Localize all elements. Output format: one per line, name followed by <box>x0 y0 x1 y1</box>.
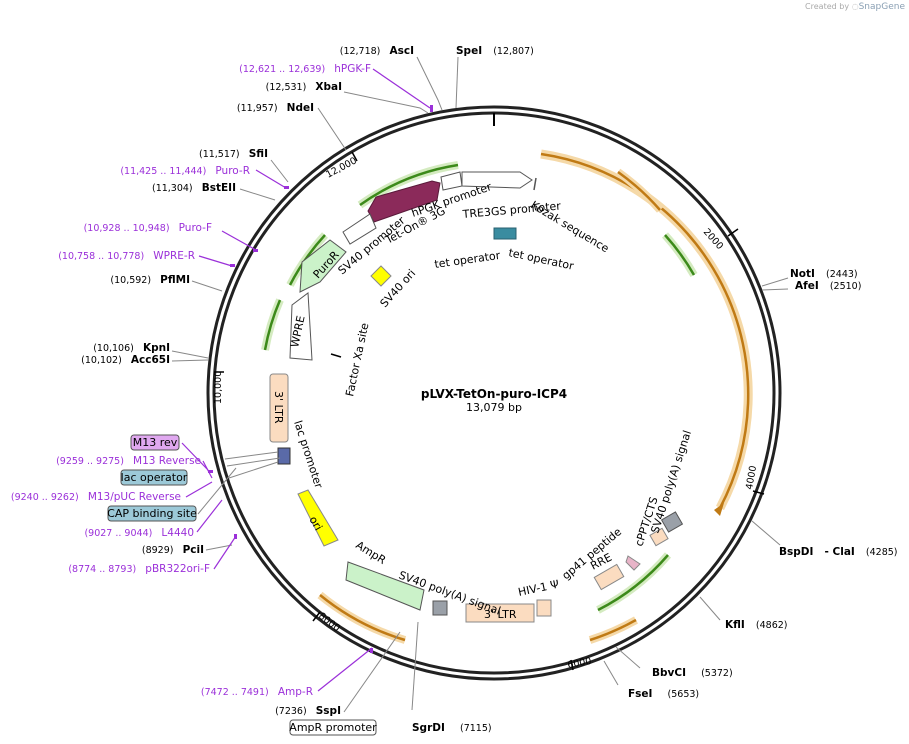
sv40-polya-bottom-feature <box>432 600 448 616</box>
enzyme-notI: NotI (2443) <box>790 262 858 281</box>
label-ampr: AmpR <box>353 539 388 568</box>
feature-arc-orange-8000-line <box>319 594 406 642</box>
feature-arc-green-top-line <box>359 163 459 207</box>
label-kozak: Kozak sequence <box>528 198 611 255</box>
snapgene-logo-icon: ◌ <box>851 2 859 11</box>
svg-text:lac operator: lac operator <box>121 471 188 484</box>
label-ori: ori <box>306 514 324 533</box>
label-factor-xa: Factor Xa site <box>343 322 371 398</box>
enzyme-kpnI: (10,106) KpnI <box>93 336 170 355</box>
primer-m13-reverse: (9259 .. 9275) M13 Reverse <box>56 449 201 468</box>
primer-m13-puc-reverse: (9240 .. 9262) M13/pUC Reverse <box>11 485 181 504</box>
enzyme-xbaI: (12,531) XbaI <box>266 75 342 94</box>
tick-4000: 4000 <box>744 465 765 495</box>
svg-text:4000: 4000 <box>744 465 759 491</box>
enzyme-afeI: AfeI (2510) <box>795 274 861 293</box>
kozak-marker <box>533 177 537 191</box>
svg-text:CAP binding site: CAP binding site <box>107 507 197 520</box>
feature-arc-green-bottom-line <box>597 554 669 612</box>
primer-wpre-r: (10,758 .. 10,778) WPRE-R <box>58 244 195 263</box>
enzyme-ndeI: (11,957) NdeI <box>237 96 314 115</box>
boxed-cap-binding-site: CAP binding site <box>107 505 197 522</box>
enzyme-kflI: KflI (4862) <box>725 613 788 632</box>
primer-hpgk-f: (12,621 .. 12,639) hPGK-F <box>239 57 371 76</box>
feature-arc-large-orange-line <box>540 152 750 509</box>
feature-arc-orange-small-line <box>617 170 661 211</box>
svg-text:6000: 6000 <box>567 656 593 671</box>
ltr-left-feature <box>269 373 289 443</box>
label-hiv-psi: HIV-1 Ψ <box>517 578 561 599</box>
wpre-feature <box>289 292 313 361</box>
enzyme-sfiI: (11,517) SfiI <box>199 142 268 161</box>
enzyme-ascI: (12,718) AscI <box>340 39 414 58</box>
gp41-feature <box>625 555 641 571</box>
label-ltr-left: 3' LTR <box>272 391 285 424</box>
hpgk-promoter-feature <box>440 171 463 191</box>
tick-10000: 10,000 <box>213 371 224 404</box>
enzyme-bspDI-claI: BspDI - ClaI (4285) <box>779 540 898 559</box>
factor-xa-marker <box>330 353 342 358</box>
tick-6000: 6000 <box>567 656 593 671</box>
ori-feature <box>297 489 339 547</box>
cppt-feature <box>649 527 669 547</box>
svg-text:8000: 8000 <box>316 611 342 635</box>
plasmid-size: 13,079 bp <box>466 401 522 414</box>
enzyme-sgrDI: SgrDI (7115) <box>412 716 492 735</box>
backbone-outer-ring <box>206 105 782 681</box>
rre-feature <box>593 563 625 591</box>
lac-operator-feature <box>277 447 291 465</box>
tre3gs-promoter-feature <box>461 171 533 189</box>
primer-leader-lines <box>181 68 431 692</box>
primer-l4440: (9027 .. 9044) L4440 <box>84 521 194 540</box>
hiv-psi-feature <box>536 599 552 617</box>
enzyme-speI: SpeI (12,807) <box>456 39 534 58</box>
primer-puro-f: (10,928 .. 10,948) Puro-F <box>84 216 212 235</box>
enzyme-bsteII: (11,304) BstEII <box>152 176 236 195</box>
puror-feature <box>299 239 347 293</box>
feature-arc-green-3-line <box>263 299 282 351</box>
enzyme-bbvCI: BbvCI (5372) <box>652 661 733 680</box>
label-ltr-bottom: 3' LTR <box>484 608 517 621</box>
tet-operator-feature <box>493 227 517 240</box>
enzyme-fseI: FseI (5653) <box>628 682 699 701</box>
primer-amp-r: (7472 .. 7491) Amp-R <box>201 680 313 699</box>
label-tet-operator-2: tet operator <box>507 246 575 273</box>
arc-arrowhead-icon <box>714 503 724 516</box>
primer-pbr322ori-f: (8774 .. 8793) pBR322ori-F <box>68 557 210 576</box>
leader-lines <box>171 56 789 713</box>
label-tet-operator-1: tet operator <box>434 249 502 271</box>
enzyme-pflMI: (10,592) PflMI <box>110 268 190 287</box>
label-lac-promoter: lac promoter <box>291 419 325 490</box>
sv40-ori-feature <box>370 265 392 287</box>
tick-8000: 8000 <box>312 611 342 635</box>
ampr-feature <box>345 561 425 611</box>
snapgene-watermark: Created by ◌SnapGene <box>805 2 905 12</box>
primer-glyphs <box>208 105 433 653</box>
feature-arc-green-right-line <box>664 234 696 276</box>
boxed-ampr-promoter: AmpR promoter <box>289 719 377 736</box>
sv40-promoter-feature <box>342 213 377 245</box>
ltr-bottom-feature <box>465 603 535 623</box>
plasmid-name: pLVX-TetOn-puro-ICP4 <box>421 387 567 401</box>
enzyme-pciI: (8929) PciI <box>142 538 204 557</box>
feature-arc-large-orange <box>540 149 753 511</box>
svg-text:AmpR promoter: AmpR promoter <box>289 721 377 734</box>
enzyme-sspI: (7236) SspI <box>275 699 341 718</box>
boxed-m13-rev: M13 rev <box>130 434 180 451</box>
enzyme-acc65I: (10,102) Acc65I <box>81 348 170 367</box>
svg-text:M13 rev: M13 rev <box>133 436 178 449</box>
primer-puro-r: (11,425 .. 11,444) Puro-R <box>120 159 250 178</box>
teton-3g-feature <box>367 180 441 223</box>
boxed-lac-operator: lac operator <box>120 469 188 486</box>
svg-text:10,000: 10,000 <box>213 371 224 404</box>
sv40-polya-right-feature <box>660 511 684 533</box>
feature-arc-orange-6000-line <box>589 618 637 642</box>
